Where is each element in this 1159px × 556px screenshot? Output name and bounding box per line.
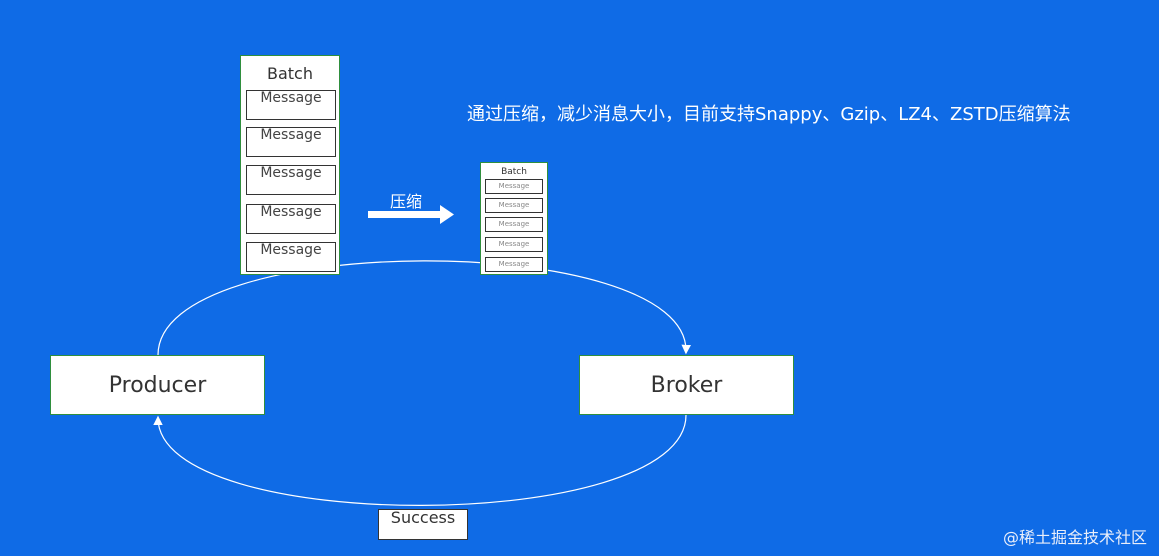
message-box: Message <box>485 179 543 194</box>
watermark: @稀土掘金技术社区 <box>1002 528 1147 547</box>
success-label: Success <box>378 509 468 540</box>
producer-node: Producer <box>50 355 265 415</box>
message-box: Message <box>485 217 543 232</box>
compress-label: 压缩 <box>390 192 423 211</box>
message-box: Message <box>246 242 336 272</box>
batch-title: Batch <box>501 167 527 177</box>
message-box: Message <box>246 90 336 120</box>
ack-arc <box>153 414 687 506</box>
compression-note: 通过压缩，减少消息大小，目前支持Snappy、Gzip、LZ4、ZSTD压缩算法 <box>467 104 1071 125</box>
send-arc <box>157 260 692 356</box>
batch-title: Batch <box>267 64 313 83</box>
batch-uncompressed: Batch Message Message Message Message Me… <box>240 55 340 275</box>
message-box: Message <box>485 237 543 252</box>
message-box: Message <box>246 127 336 157</box>
compress-arrow <box>368 205 454 224</box>
message-box: Message <box>246 165 336 195</box>
message-box: Message <box>485 198 543 213</box>
message-box: Message <box>246 204 336 234</box>
message-box: Message <box>485 257 543 272</box>
batch-compressed: Batch Message Message Message Message Me… <box>480 162 548 275</box>
broker-node: Broker <box>579 355 794 415</box>
